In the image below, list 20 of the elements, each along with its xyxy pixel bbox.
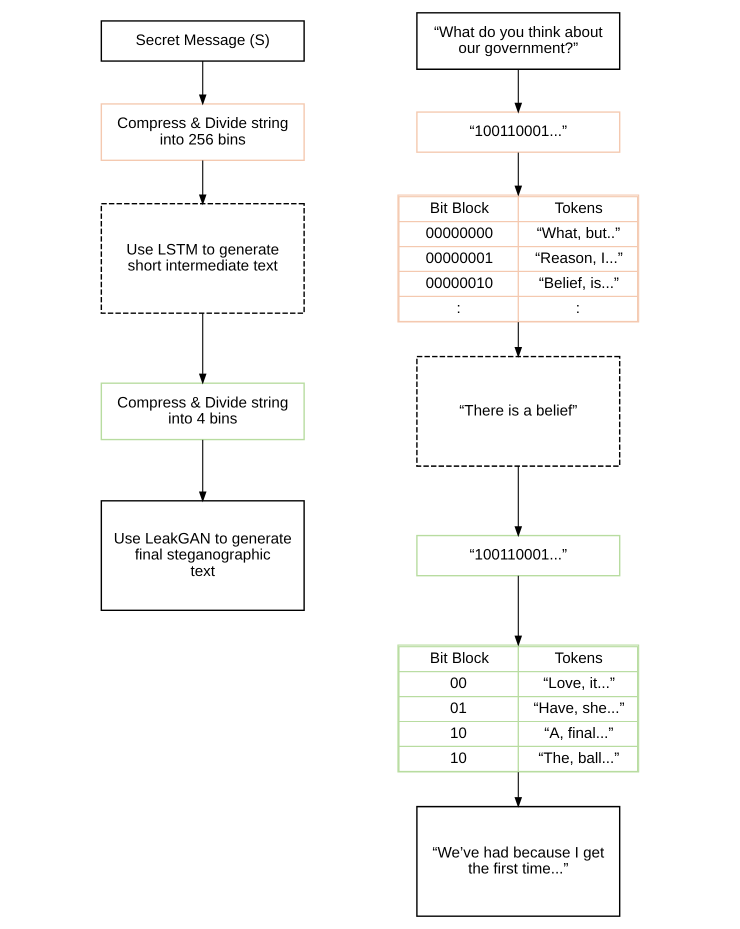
arrow bbox=[514, 466, 522, 538]
arrow bbox=[514, 772, 522, 808]
arrow bbox=[198, 440, 207, 502]
arrow bbox=[198, 314, 207, 384]
arrow bbox=[198, 61, 207, 106]
arrow bbox=[514, 152, 522, 196]
arrow bbox=[514, 322, 522, 358]
node-box: Compress & Divide string into 256 bins bbox=[100, 103, 305, 162]
node-box: “What do you think about our government?” bbox=[416, 12, 620, 70]
node-box: Compress & Divide string into 4 bins bbox=[100, 382, 305, 440]
node-box: “There is a belief” bbox=[416, 356, 620, 467]
node-box: “We’ve had because I get the first time...” bbox=[416, 806, 620, 917]
arrow bbox=[514, 576, 522, 646]
node-box: Use LSTM to generate short intermediate text bbox=[100, 203, 305, 314]
node-box: Secret Message (S) bbox=[100, 20, 305, 62]
node-box: “100110001...” bbox=[416, 534, 620, 576]
node-box: “100110001...” bbox=[416, 111, 620, 153]
arrow bbox=[198, 160, 207, 206]
arrow bbox=[514, 69, 522, 114]
node-box: Use LeakGAN to generate final steganographic text bbox=[100, 500, 305, 612]
